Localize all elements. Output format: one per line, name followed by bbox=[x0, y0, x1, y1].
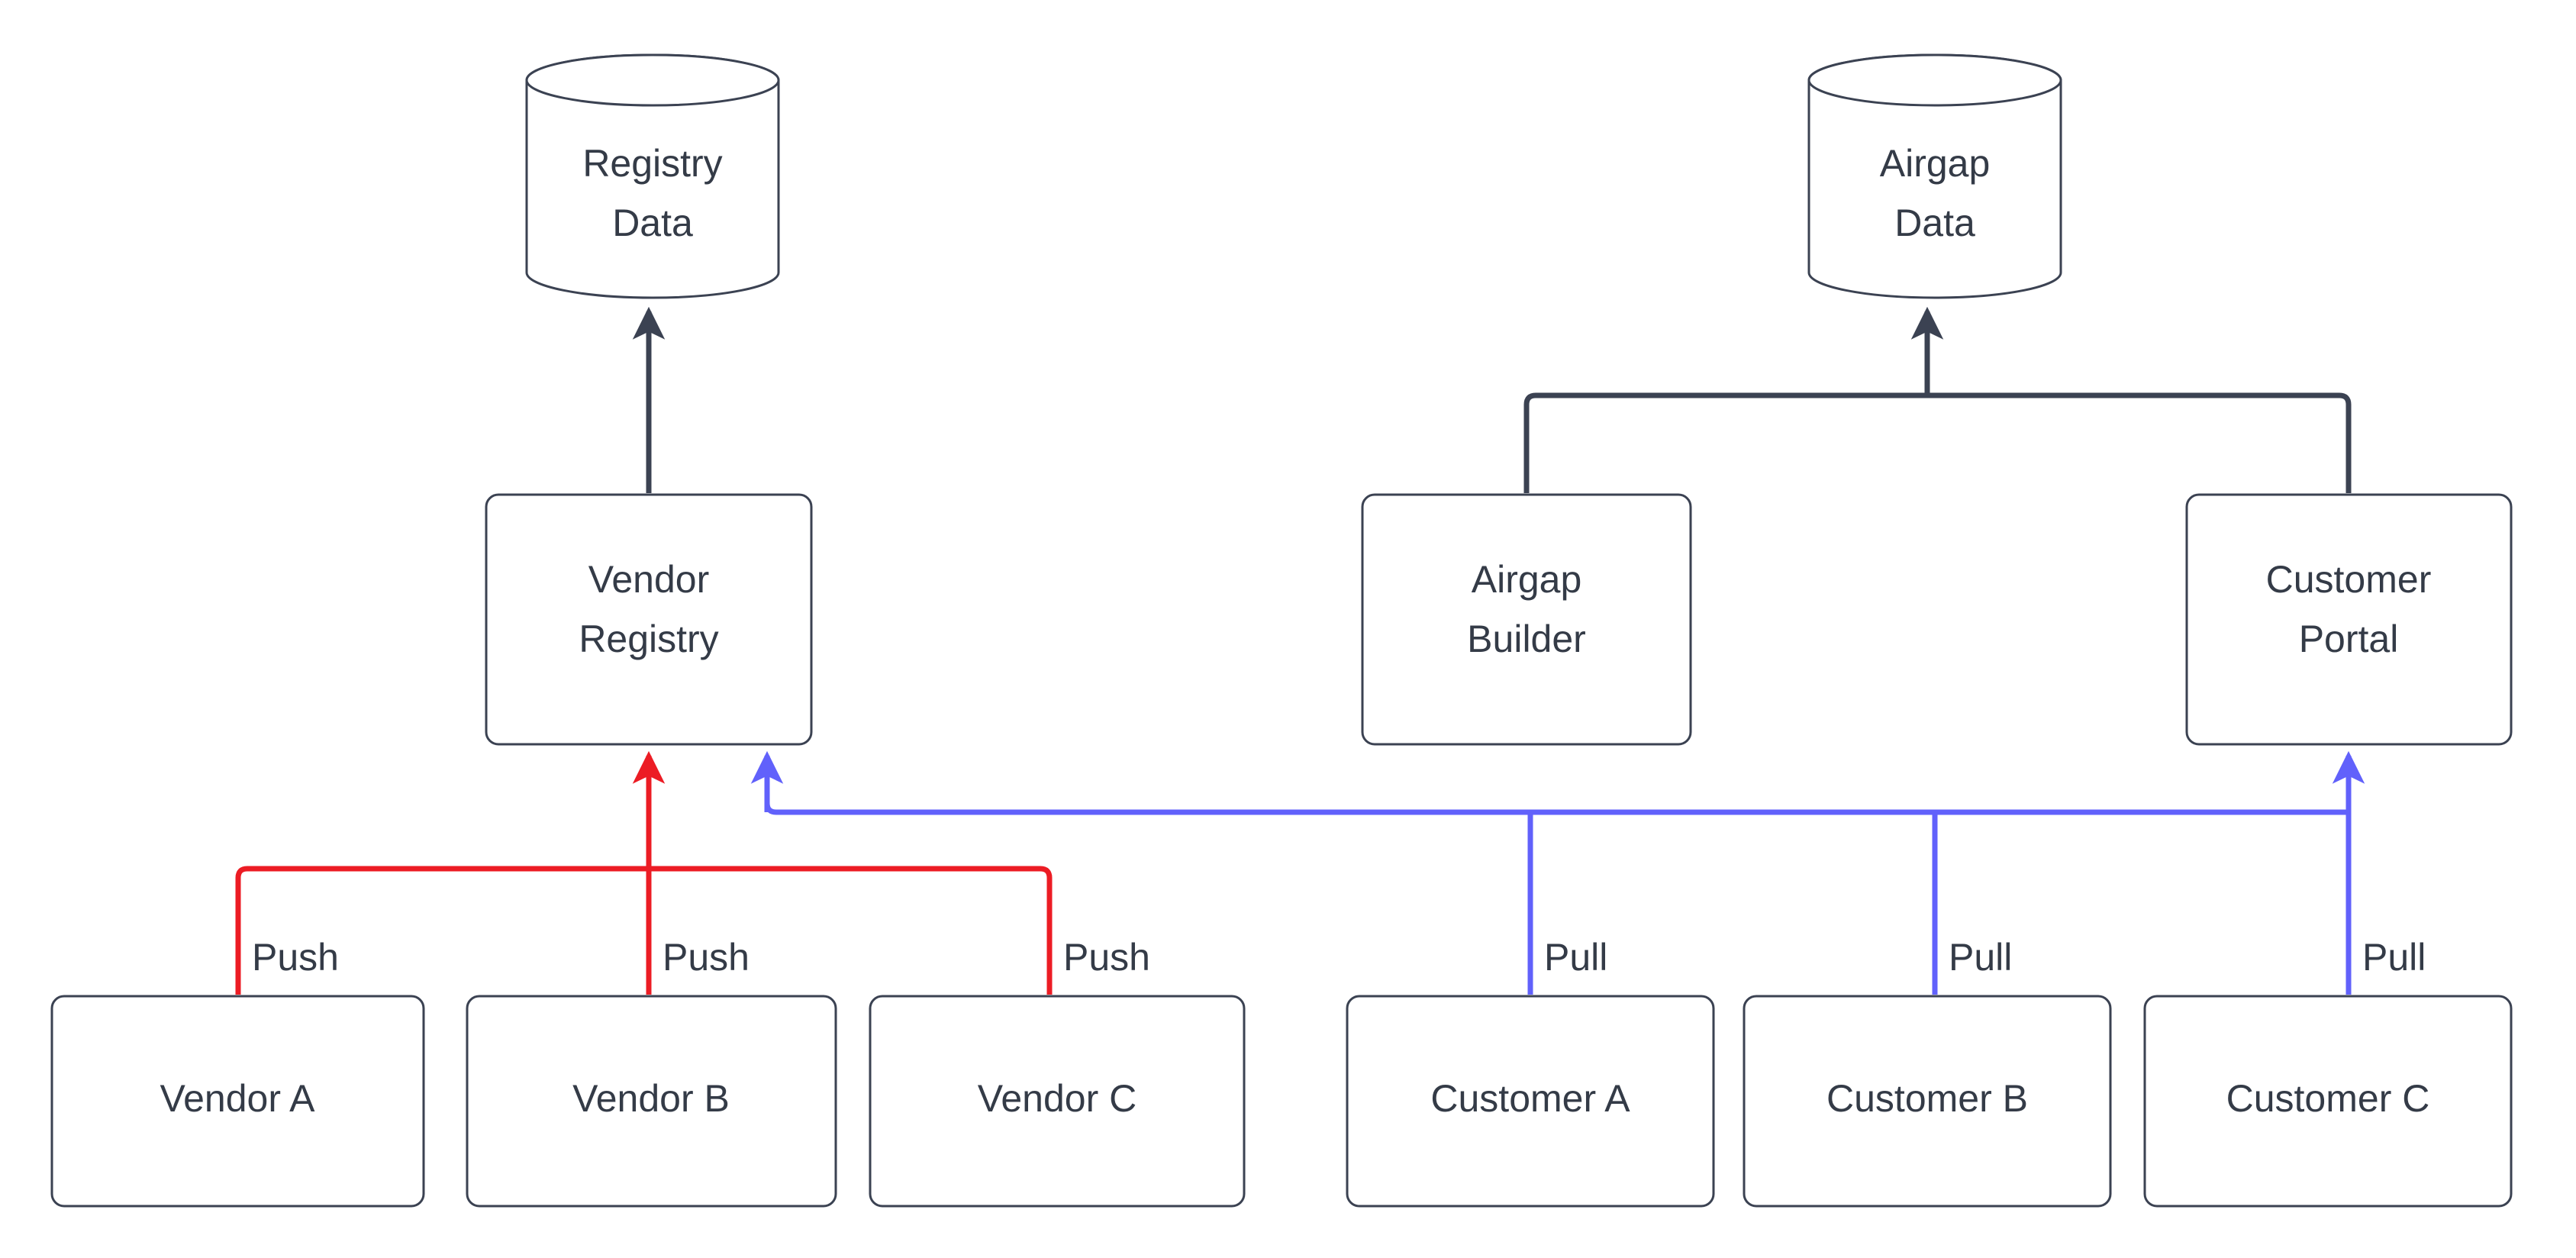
node-vendor-registry[interactable]: Vendor Registry bbox=[485, 493, 813, 746]
vendor-c-label: Vendor C bbox=[978, 1077, 1136, 1120]
registry-data-label-line2: Data bbox=[612, 202, 693, 244]
node-vendor-a[interactable]: Vendor A bbox=[50, 995, 425, 1208]
node-customer-portal[interactable]: Customer Portal bbox=[2185, 493, 2513, 746]
node-customer-c[interactable]: Customer C bbox=[2143, 995, 2513, 1208]
airgap-builder-label-line2: Builder bbox=[1467, 618, 1586, 660]
node-airgap-data[interactable]: Airgap Data bbox=[1807, 53, 2062, 299]
vendor-registry-label-line2: Registry bbox=[579, 618, 718, 660]
vendor-a-label: Vendor A bbox=[160, 1077, 316, 1120]
edge-airgap-builder-to-airgap-data bbox=[1523, 392, 1927, 493]
node-registry-data[interactable]: Registry Data bbox=[525, 53, 780, 299]
edge-push-bus bbox=[235, 750, 1053, 995]
edge-pull-bus bbox=[750, 750, 2365, 995]
node-customer-b[interactable]: Customer B bbox=[1743, 995, 2112, 1208]
customer-a-label: Customer A bbox=[1430, 1077, 1630, 1120]
customer-c-label: Customer C bbox=[2226, 1077, 2430, 1120]
customer-b-label: Customer B bbox=[1826, 1077, 2028, 1120]
vendor-registry-label-line1: Vendor bbox=[588, 558, 709, 601]
edge-label-push-vendor-c: Push bbox=[1063, 936, 1150, 979]
node-airgap-builder[interactable]: Airgap Builder bbox=[1361, 493, 1692, 746]
airgap-data-label-line2: Data bbox=[1894, 202, 1975, 244]
airgap-builder-label-line1: Airgap bbox=[1472, 558, 1582, 601]
vendor-b-label: Vendor B bbox=[572, 1077, 730, 1120]
customer-portal-label-line1: Customer bbox=[2266, 558, 2432, 601]
edge-label-pull-customer-c: Pull bbox=[2362, 936, 2426, 979]
node-customer-a[interactable]: Customer A bbox=[1346, 995, 1715, 1208]
edge-label-push-vendor-a: Push bbox=[252, 936, 339, 979]
edge-label-pull-customer-b: Pull bbox=[1949, 936, 2012, 979]
customer-portal-label-line2: Portal bbox=[2299, 618, 2399, 660]
registry-data-label-line1: Registry bbox=[582, 142, 722, 185]
edge-label-pull-customer-a: Pull bbox=[1544, 936, 1607, 979]
edge-label-push-vendor-b: Push bbox=[663, 936, 750, 979]
airgap-data-label-line1: Airgap bbox=[1880, 142, 1991, 185]
edge-customer-portal-to-airgap-data bbox=[1927, 392, 2352, 493]
node-vendor-b[interactable]: Vendor B bbox=[466, 995, 837, 1208]
node-vendor-c[interactable]: Vendor C bbox=[869, 995, 1246, 1208]
